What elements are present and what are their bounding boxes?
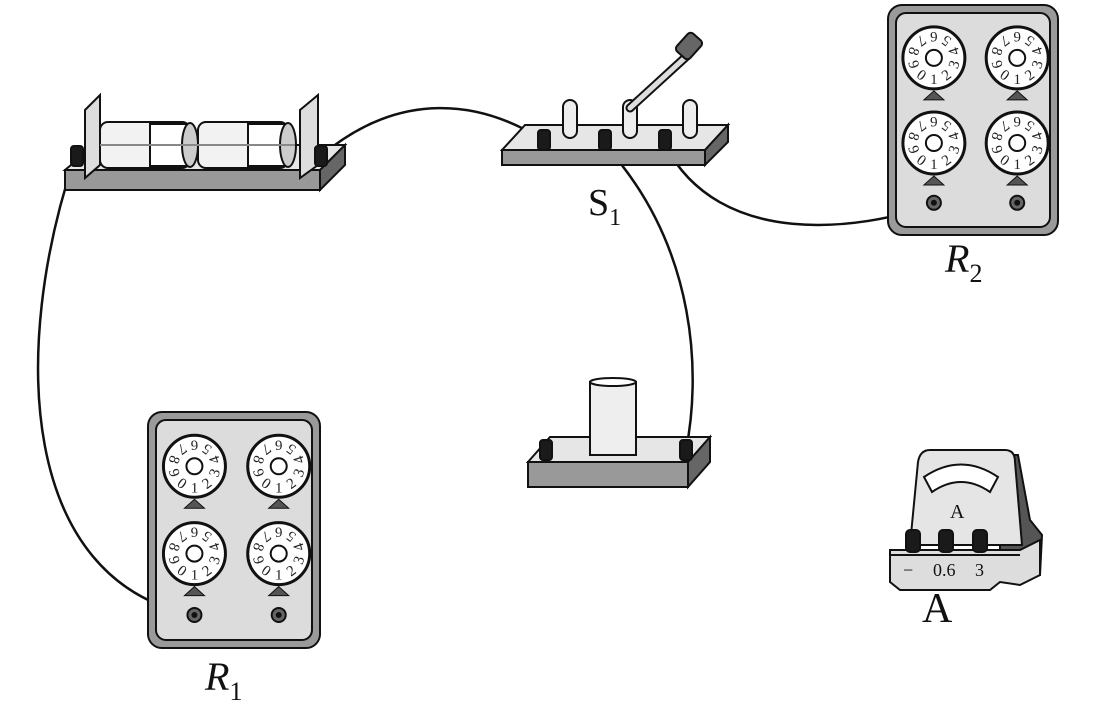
dial-digit: 6 (190, 436, 198, 452)
dial-pointer-icon (1005, 175, 1029, 186)
wire-switch-to-solenoid (604, 144, 694, 451)
terminal (70, 145, 84, 167)
binding-post[interactable] (186, 606, 203, 623)
dial-pointer-icon (922, 90, 946, 101)
binding-post[interactable] (270, 606, 287, 623)
terminal-label: 0.6 (933, 560, 956, 580)
dial-digit: 6 (190, 524, 198, 540)
dial-digit: 6 (1013, 113, 1021, 129)
ammeter-scale (922, 463, 1000, 494)
dial-pointer-icon (267, 585, 291, 597)
switch-label: S1 (588, 182, 621, 231)
terminal-label: − (903, 560, 913, 580)
dial-digit: 6 (930, 113, 938, 129)
dial-digit: 6 (930, 28, 938, 44)
dial-digit: 1 (191, 480, 199, 496)
dial-digit: 1 (1013, 72, 1021, 88)
dial-digit: 1 (1013, 157, 1021, 173)
r1-label: R1 (204, 654, 242, 706)
wire-battery-to-r1 (36, 156, 194, 617)
ammeter-dial-symbol: A (950, 501, 965, 523)
battery-holder (62, 92, 348, 193)
dial-pointer-icon (1005, 90, 1029, 101)
wire-battery-to-switch (321, 106, 544, 156)
terminal-0.6 (938, 529, 954, 553)
binding-post[interactable] (925, 194, 942, 211)
ammeter-label: A (922, 586, 953, 632)
dial-pointer-icon (922, 175, 946, 186)
dial-pointer-icon (183, 498, 206, 509)
dial-digit: 1 (191, 568, 199, 584)
terminal (679, 439, 693, 461)
terminal (537, 129, 551, 151)
dial-digit: 6 (1013, 28, 1021, 44)
terminal (598, 129, 612, 151)
dial-pointer-icon (183, 585, 206, 597)
dial-digit: 1 (930, 157, 938, 173)
dial-digit: 6 (274, 524, 282, 540)
knife-switch (499, 31, 731, 168)
dial-digit: 1 (275, 568, 283, 584)
dial-digit: 1 (930, 72, 938, 88)
dial-pointer-icon (267, 498, 291, 509)
dial-digit: 1 (275, 480, 283, 496)
terminal-negative (905, 529, 921, 553)
solenoid-holder (525, 377, 713, 490)
terminal (314, 145, 328, 167)
terminal-3 (972, 529, 988, 553)
r2-label: R2 (944, 236, 982, 288)
terminal-label: 3 (975, 560, 984, 580)
dial-digit: 6 (274, 436, 282, 452)
ammeter: A − 0.6 3 (889, 449, 1044, 591)
terminal (658, 129, 672, 151)
binding-post[interactable] (1009, 194, 1026, 211)
terminal (539, 439, 553, 461)
